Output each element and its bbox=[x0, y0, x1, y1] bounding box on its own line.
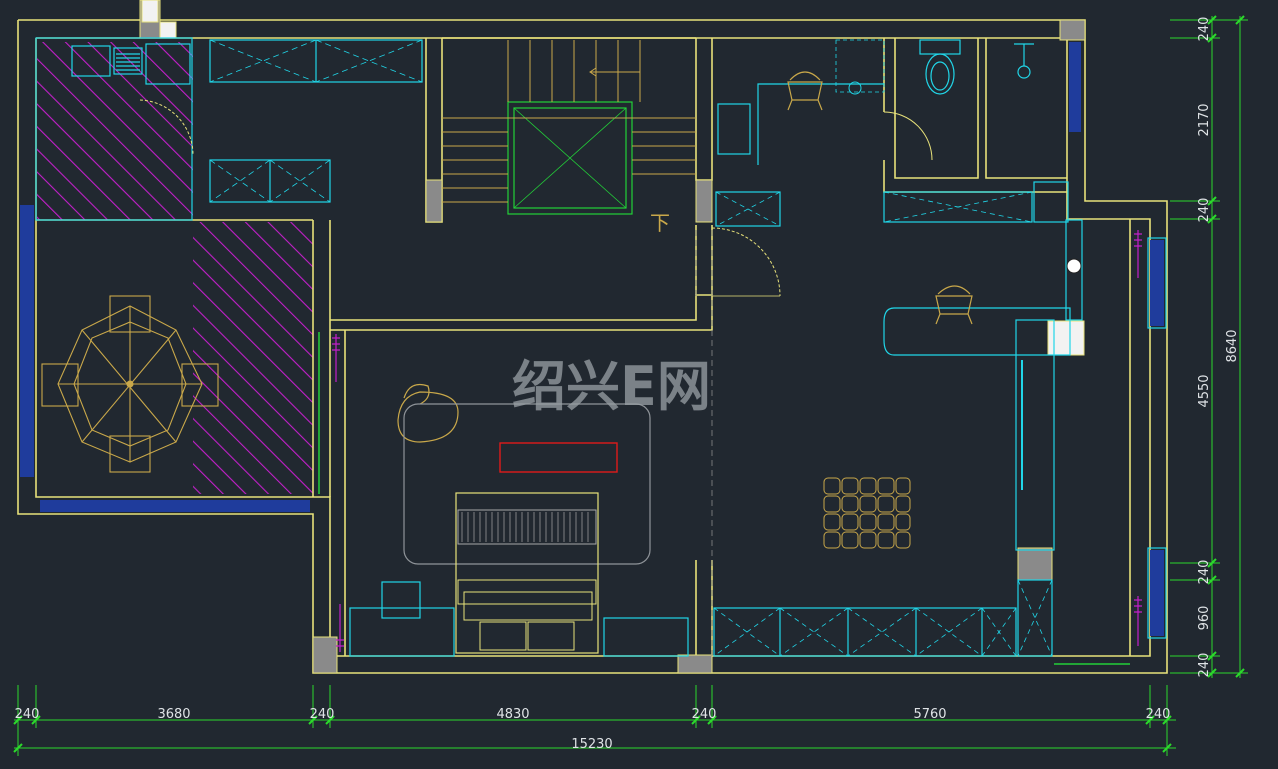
vanity bbox=[717, 103, 751, 155]
bathroom-wall bbox=[883, 160, 1067, 193]
pillow bbox=[479, 621, 527, 651]
dim-total-label: 8640 bbox=[1225, 329, 1240, 362]
stair-direction-label: 下 bbox=[650, 211, 670, 235]
kitchen-counter bbox=[35, 37, 193, 221]
stair-wall bbox=[695, 38, 713, 181]
small-cabinet bbox=[1033, 181, 1069, 223]
armchair bbox=[397, 383, 459, 443]
floor-drain bbox=[848, 81, 862, 95]
dim-label: 240 bbox=[15, 707, 40, 722]
dining-chair bbox=[181, 363, 219, 407]
doors bbox=[139, 99, 933, 297]
door-swing bbox=[711, 227, 781, 297]
bed-frame bbox=[455, 492, 599, 654]
chairs bbox=[397, 71, 973, 443]
tv-console bbox=[499, 442, 618, 473]
toilet bbox=[919, 39, 961, 95]
column bbox=[312, 636, 338, 674]
column bbox=[677, 654, 713, 674]
right-dimension-labels: 240 2170 240 4550 240 960 240 8640 bbox=[1197, 17, 1240, 678]
dim-label: 2170 bbox=[1197, 103, 1212, 136]
bed-blanket bbox=[457, 579, 597, 605]
outer-wall-inner bbox=[35, 37, 1151, 657]
column bbox=[695, 179, 713, 223]
column-white bbox=[141, 0, 159, 23]
column bbox=[1059, 19, 1086, 41]
bed-headboard bbox=[457, 509, 597, 545]
elevator-shaft bbox=[507, 101, 633, 215]
curtains bbox=[332, 230, 1142, 652]
column-white bbox=[159, 21, 177, 39]
shower-area bbox=[835, 39, 885, 93]
door-thresholds bbox=[318, 332, 1130, 665]
dim-label: 960 bbox=[1197, 606, 1212, 631]
hatch-area-mid-left bbox=[193, 222, 313, 494]
right-wardrobe bbox=[1015, 319, 1055, 551]
dining-chair bbox=[109, 295, 151, 333]
window bbox=[1147, 547, 1167, 639]
bathroom-chair bbox=[787, 71, 823, 111]
rug bbox=[403, 403, 651, 565]
door-swing bbox=[139, 99, 194, 156]
radiator bbox=[113, 47, 143, 75]
column bbox=[1017, 547, 1053, 581]
dim-total-label: 15230 bbox=[571, 737, 612, 752]
bedside-table bbox=[603, 617, 689, 657]
bedside-table bbox=[349, 607, 455, 657]
outer-wall bbox=[17, 19, 1168, 674]
corridor-cabinet bbox=[715, 191, 781, 227]
bedside-lamp bbox=[381, 581, 421, 619]
study-chair bbox=[935, 285, 973, 325]
bathroom-counter bbox=[757, 83, 884, 165]
dimension-lines bbox=[13, 15, 1248, 756]
dim-label: 5760 bbox=[913, 707, 946, 722]
study-desk bbox=[883, 307, 1071, 356]
door-swing bbox=[883, 111, 933, 161]
hatched-areas bbox=[37, 42, 313, 494]
dim-label: 3680 bbox=[157, 707, 190, 722]
bottom-cabinet-row bbox=[713, 607, 1017, 657]
staircase bbox=[442, 40, 696, 203]
dim-label: 4550 bbox=[1197, 374, 1212, 407]
hatch-area-top-left bbox=[37, 42, 193, 220]
dining-chair bbox=[109, 435, 151, 473]
dim-label: 240 bbox=[1197, 198, 1212, 223]
dim-label: 4830 bbox=[496, 707, 529, 722]
columns bbox=[139, 0, 1086, 674]
bathroom-wall bbox=[894, 38, 979, 179]
bedroom-furniture bbox=[403, 403, 651, 654]
dim-label: 240 bbox=[692, 707, 717, 722]
window-glazing bbox=[20, 42, 1164, 636]
shower-fixture bbox=[1014, 43, 1034, 79]
window bbox=[1147, 237, 1167, 329]
dim-label: 240 bbox=[310, 707, 335, 722]
bed-footer bbox=[463, 591, 593, 621]
cabinets bbox=[35, 37, 1167, 657]
watermark: 绍兴E网 bbox=[512, 355, 711, 418]
bedroom-wall bbox=[330, 294, 713, 331]
pillow bbox=[527, 621, 575, 651]
column bbox=[425, 179, 443, 223]
right-wardrobe bbox=[1017, 579, 1053, 657]
dim-label: 240 bbox=[1197, 17, 1212, 42]
desk-leg bbox=[1065, 219, 1083, 321]
bottom-dimension-labels: 240 3680 240 4830 240 5760 240 15230 bbox=[15, 707, 1171, 752]
dim-label: 240 bbox=[1197, 653, 1212, 678]
dim-label: 240 bbox=[1146, 707, 1171, 722]
dining-chair bbox=[41, 363, 79, 407]
bathroom-wall bbox=[985, 38, 1067, 179]
bath-cabinet bbox=[883, 191, 1033, 223]
sink bbox=[71, 45, 111, 77]
dim-label: 240 bbox=[1197, 560, 1212, 585]
stove bbox=[145, 43, 191, 85]
dining-set bbox=[41, 295, 219, 473]
ottoman-grid bbox=[823, 477, 911, 549]
globe-fixture bbox=[1066, 258, 1082, 274]
